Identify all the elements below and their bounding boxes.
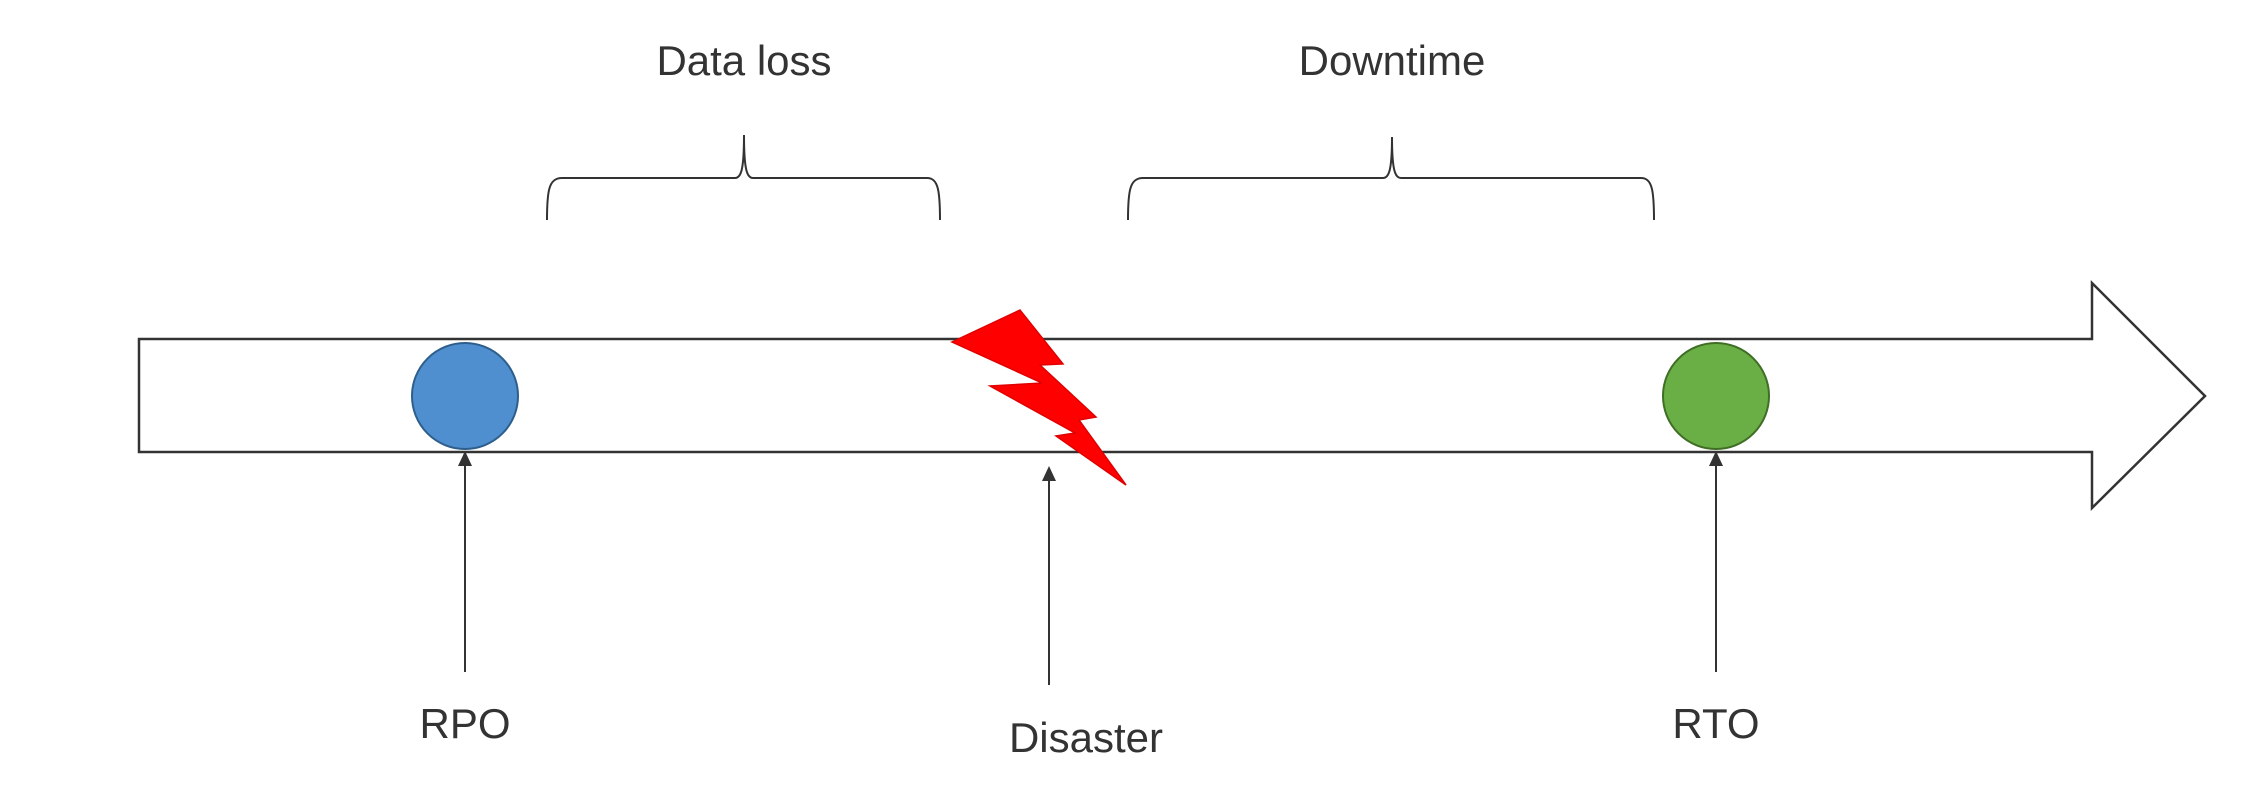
lightning-bolt-icon [950, 309, 1127, 486]
data-loss-label: Data loss [656, 37, 831, 84]
disaster-pointer-arrow [1042, 466, 1056, 685]
data-loss-brace [546, 134, 941, 221]
downtime-label: Downtime [1299, 37, 1486, 84]
disaster-label: Disaster [1009, 714, 1163, 761]
rto-label: RTO [1672, 700, 1759, 747]
rpo-marker [411, 342, 519, 450]
downtime-brace [1127, 136, 1655, 221]
rpo-label: RPO [419, 700, 510, 747]
rto-pointer-arrow [1709, 451, 1723, 672]
timeline-arrow [137, 279, 2207, 511]
rpo-pointer-arrow [458, 451, 472, 672]
rto-marker [1662, 342, 1770, 450]
